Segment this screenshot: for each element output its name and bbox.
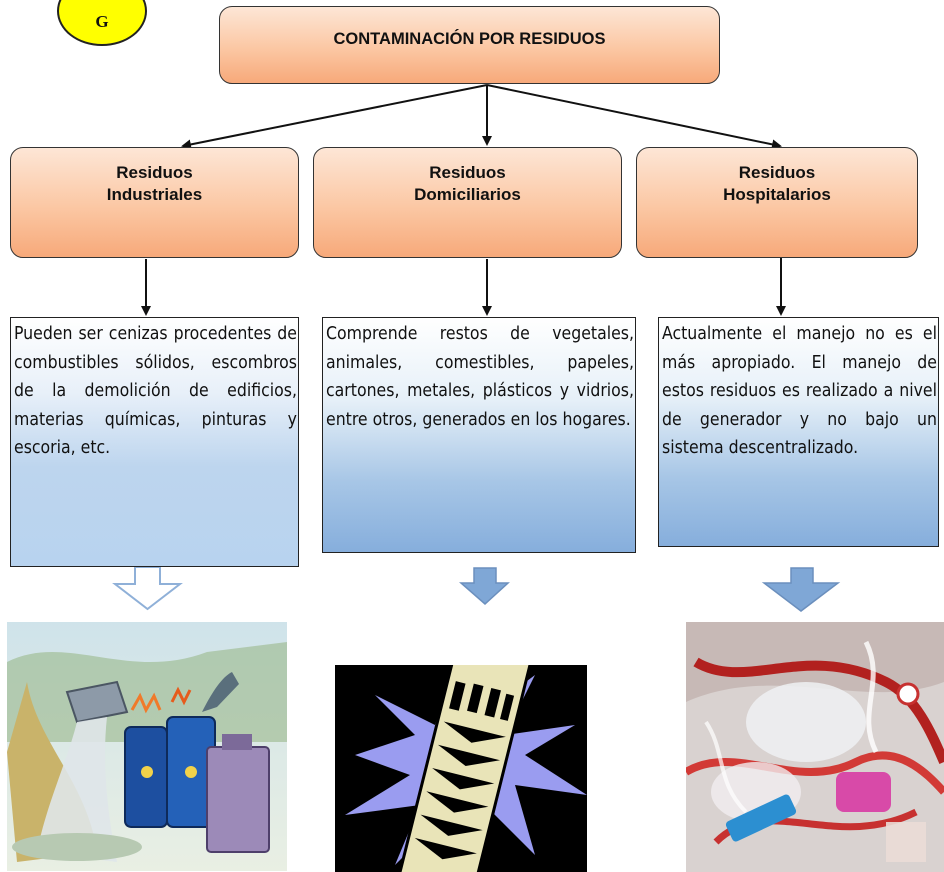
category-line1: Residuos	[738, 163, 816, 182]
page-title: CONTAMINACIÓN POR RESIDUOS	[333, 30, 606, 48]
category-line2: Hospitalarios	[723, 185, 831, 205]
industrial-waste-clipart	[7, 622, 287, 871]
description-industriales: Pueden ser cenizas procedentes de combus…	[10, 317, 299, 567]
category-hospitalarios: Residuos Hospitalarios	[636, 147, 918, 258]
trash-can-tower-clipart	[335, 665, 587, 872]
down-arrow-industriales	[112, 566, 183, 611]
category-line2: Domiciliarios	[414, 185, 521, 205]
category-industriales: Residuos Industriales	[10, 147, 299, 258]
down-arrow-domiciliarios	[459, 567, 510, 606]
badge-label: G	[95, 12, 109, 31]
title-box: CONTAMINACIÓN POR RESIDUOS	[219, 6, 720, 84]
arrow-to-hospitalarios	[486, 84, 782, 150]
category-domiciliarios: Residuos Domiciliarios	[313, 147, 622, 258]
down-arrow-hospitalarios	[761, 567, 841, 612]
category-line2: Industriales	[106, 185, 203, 205]
category-line1: Residuos	[429, 163, 506, 182]
description-hospitalarios: Actualmente el manejo no es el más aprop…	[658, 317, 939, 547]
medical-waste-photo	[686, 622, 944, 872]
category-line1: Residuos	[116, 163, 193, 182]
description-domiciliarios: Comprende restos de vegetales, animales,…	[322, 317, 636, 553]
arrow-to-industriales	[181, 84, 488, 150]
